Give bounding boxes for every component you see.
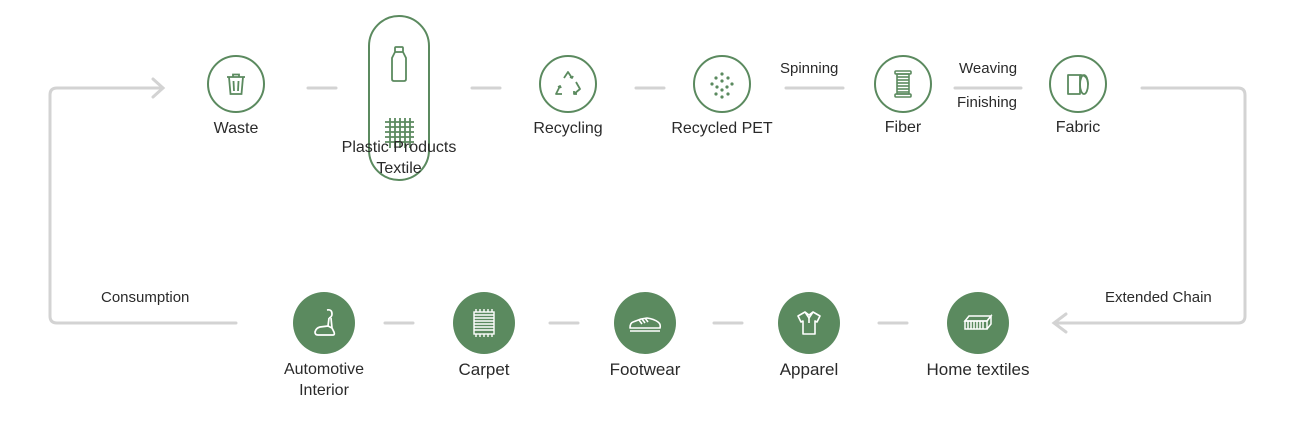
automotive-label-line-1: Automotive [283, 361, 365, 378]
carpet-node [453, 292, 515, 354]
waste-node [207, 55, 265, 113]
mattress-icon [963, 313, 993, 330]
finishing-label: Finishing [957, 94, 1018, 111]
footwear-node [614, 292, 676, 354]
plastic-textile-node [368, 15, 430, 181]
home-textiles-label: Home textiles [926, 360, 1030, 379]
recycling-node [539, 55, 597, 113]
home-textiles-node [947, 292, 1009, 354]
bottle-icon [391, 45, 407, 82]
rpet-label: Recycled PET [671, 120, 773, 137]
plastic-textile-label: Plastic Products Textile [342, 137, 457, 179]
apparel-label: Apparel [779, 360, 839, 379]
automotive-interior-node [293, 292, 355, 354]
shirt-icon [797, 311, 821, 335]
automotive-interior-label: Automotive Interior [284, 359, 364, 401]
carpet-icon [473, 309, 495, 337]
footwear-label: Footwear [609, 360, 681, 379]
fiber-spool-icon [894, 70, 912, 98]
carpet-label: Carpet [458, 360, 510, 379]
arrow-head-left [1051, 312, 1068, 334]
fabric-label: Fabric [1055, 119, 1101, 136]
weaving-label: Weaving [959, 60, 1018, 77]
fiber-label: Fiber [884, 119, 922, 136]
waste-label: Waste [213, 120, 259, 137]
fabric-roll-icon [1067, 74, 1089, 95]
apparel-node [778, 292, 840, 354]
plastic-label-line-1: Plastic Products [341, 139, 457, 156]
recycling-label: Recycling [533, 120, 603, 137]
pellets-icon [710, 72, 734, 99]
spinning-label: Spinning [780, 60, 839, 77]
consumption-label: Consumption [101, 289, 190, 306]
plastic-label-line-2: Textile [376, 160, 422, 177]
textile-grid-icon [385, 117, 414, 148]
connector-extended-chain [1056, 86, 1247, 325]
connector-consumption [48, 86, 238, 325]
fiber-node [874, 55, 932, 113]
arrow-head-right [151, 77, 166, 99]
recycle-icon [555, 71, 581, 95]
sneaker-icon [629, 317, 662, 332]
extended-chain-label: Extended Chain [1105, 289, 1212, 306]
trash-icon [227, 73, 245, 95]
rpet-node [693, 55, 751, 113]
automotive-label-line-2: Interior [299, 382, 349, 399]
car-seat-icon [314, 308, 336, 336]
fabric-node [1049, 55, 1107, 113]
